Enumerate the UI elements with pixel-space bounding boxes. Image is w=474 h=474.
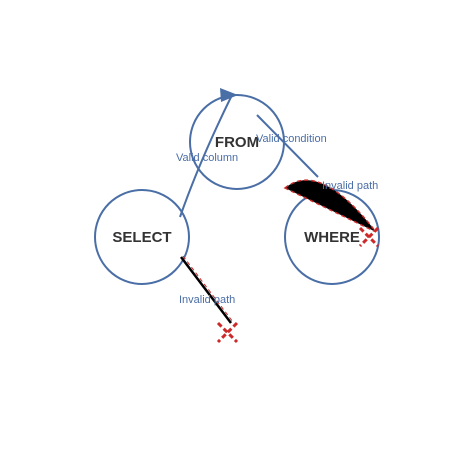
edge-select-to-from-line: [179, 94, 233, 218]
edge-where-invalid: Invalid path: [283, 179, 380, 248]
node-from-label: FROM: [215, 134, 259, 151]
node-where-label: WHERE: [304, 229, 360, 246]
edge-select-invalid-label: Invalid path: [179, 294, 235, 306]
invalid-path-line: [180, 256, 232, 324]
edge-where-invalid-label: Invalid path: [322, 180, 378, 192]
node-select-circle: [94, 189, 190, 285]
edge-select-to-from: Valid column: [176, 88, 238, 218]
arrowhead-icon: [220, 88, 238, 102]
edge-select-to-from-label: Valid column: [176, 152, 238, 164]
edge-from-to-where: Valid condition: [256, 114, 327, 178]
invalid-path-blob: [283, 179, 377, 233]
edge-select-invalid: Invalid path: [179, 255, 239, 344]
edge-from-to-where-line: [256, 114, 319, 178]
x-icon: [216, 321, 239, 344]
edge-from-to-where-label: Valid condition: [256, 133, 327, 145]
x-icon: [358, 226, 380, 248]
node-select: SELECT: [94, 189, 190, 285]
node-select-label: SELECT: [112, 229, 171, 246]
invalid-path-dash: [182, 255, 234, 323]
